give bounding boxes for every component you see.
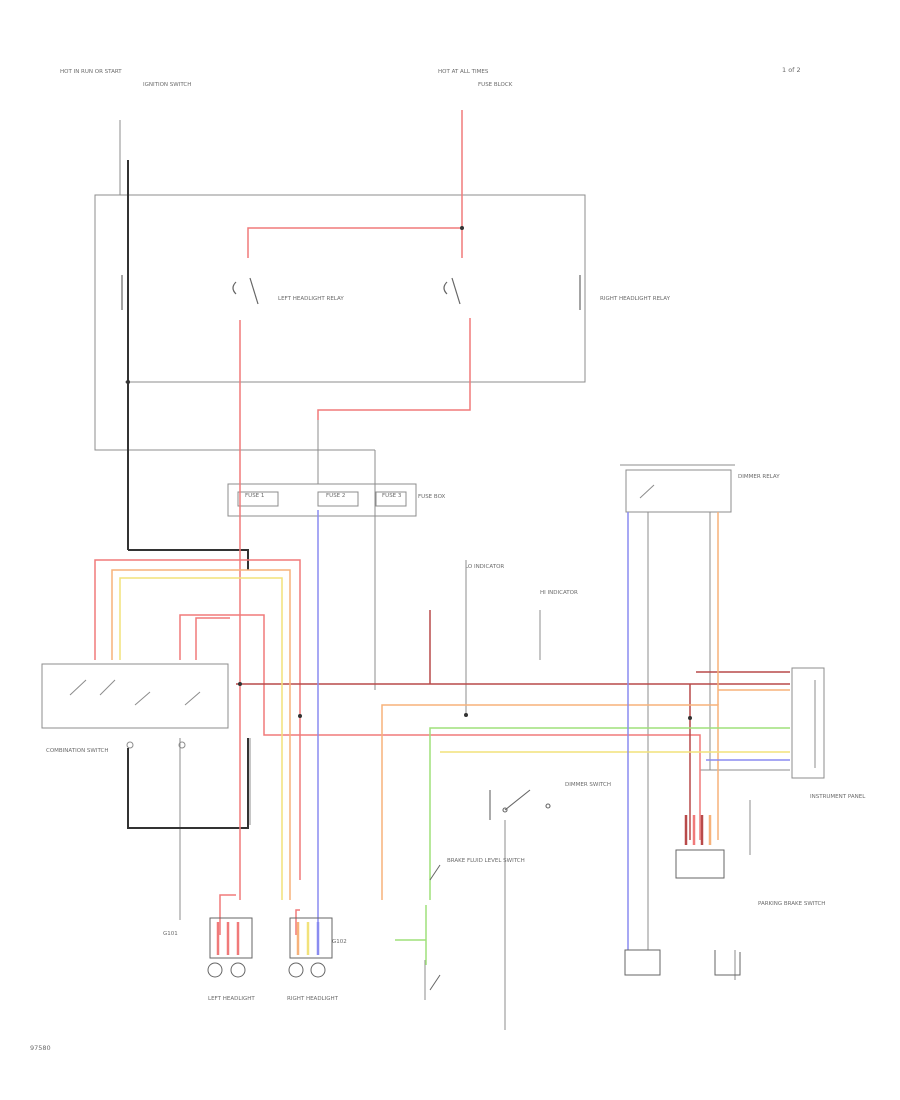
label-parking-brake-switch: PARKING BRAKE SWITCH (758, 901, 825, 907)
page-label: 1 of 2 (782, 66, 801, 74)
label-fuse-3: FUSE 3 (382, 493, 402, 499)
relay-box (94, 194, 586, 690)
wires-orange (111, 512, 790, 900)
label-hot-at-all-times: HOT AT ALL TIMES (438, 69, 489, 75)
label-fuse-1: FUSE 1 (245, 493, 264, 499)
label-dimmer-relay: DIMMER RELAY (738, 474, 780, 480)
label-combination-switch: COMBINATION SWITCH (46, 748, 109, 754)
label-fuse-2: FUSE 2 (326, 493, 345, 499)
wires-dark-red (236, 610, 790, 840)
relay-contacts (121, 275, 581, 310)
right-headlight-connector (289, 917, 333, 959)
dimmer-relay-box (620, 464, 735, 513)
label-dimmer-switch: DIMMER SWITCH (565, 782, 611, 788)
label-instrument-panel: INSTRUMENT PANEL (810, 794, 866, 800)
label-hi-indicator: HI INDICATOR (540, 590, 578, 596)
wires-green (395, 727, 790, 965)
right-headlight-bulbs (288, 962, 326, 978)
label-brake-fluid-switch: BRAKE FLUID LEVEL SWITCH (447, 858, 525, 864)
label-left-relay: LEFT HEADLIGHT RELAY (278, 296, 344, 302)
label-fuse-block: FUSE BLOCK (478, 82, 513, 88)
switch-symbols (429, 864, 741, 991)
left-headlight-bulbs (207, 962, 246, 978)
dimmer-switch (489, 789, 551, 820)
instrument-panel-connector (791, 667, 825, 779)
label-gnd-left: G101 (163, 931, 178, 937)
label-left-headlight: LEFT HEADLIGHT (208, 996, 255, 1002)
wires-gray (119, 120, 790, 1030)
label-hot-in-run: HOT IN RUN OR START (60, 69, 122, 75)
label-right-headlight: RIGHT HEADLIGHT (287, 996, 339, 1002)
label-right-relay: RIGHT HEADLIGHT RELAY (600, 296, 671, 302)
label-lo-indicator: LO INDICATOR (465, 564, 504, 570)
wires-black (127, 160, 249, 829)
combination-switch (41, 663, 229, 749)
left-headlight-connector (209, 917, 253, 959)
figure-id: 97580 (30, 1044, 51, 1052)
label-gnd-right: G102 (332, 939, 347, 945)
wires-red (94, 110, 701, 935)
label-ignition-switch: IGNITION SWITCH (143, 82, 191, 88)
label-fuse-box: FUSE BOX (418, 494, 446, 500)
wires-blue (317, 510, 790, 950)
splice-dots (126, 226, 692, 720)
dimmer-connector-block (675, 815, 725, 879)
fuse-box (227, 483, 417, 517)
wires-yellow (119, 577, 790, 900)
